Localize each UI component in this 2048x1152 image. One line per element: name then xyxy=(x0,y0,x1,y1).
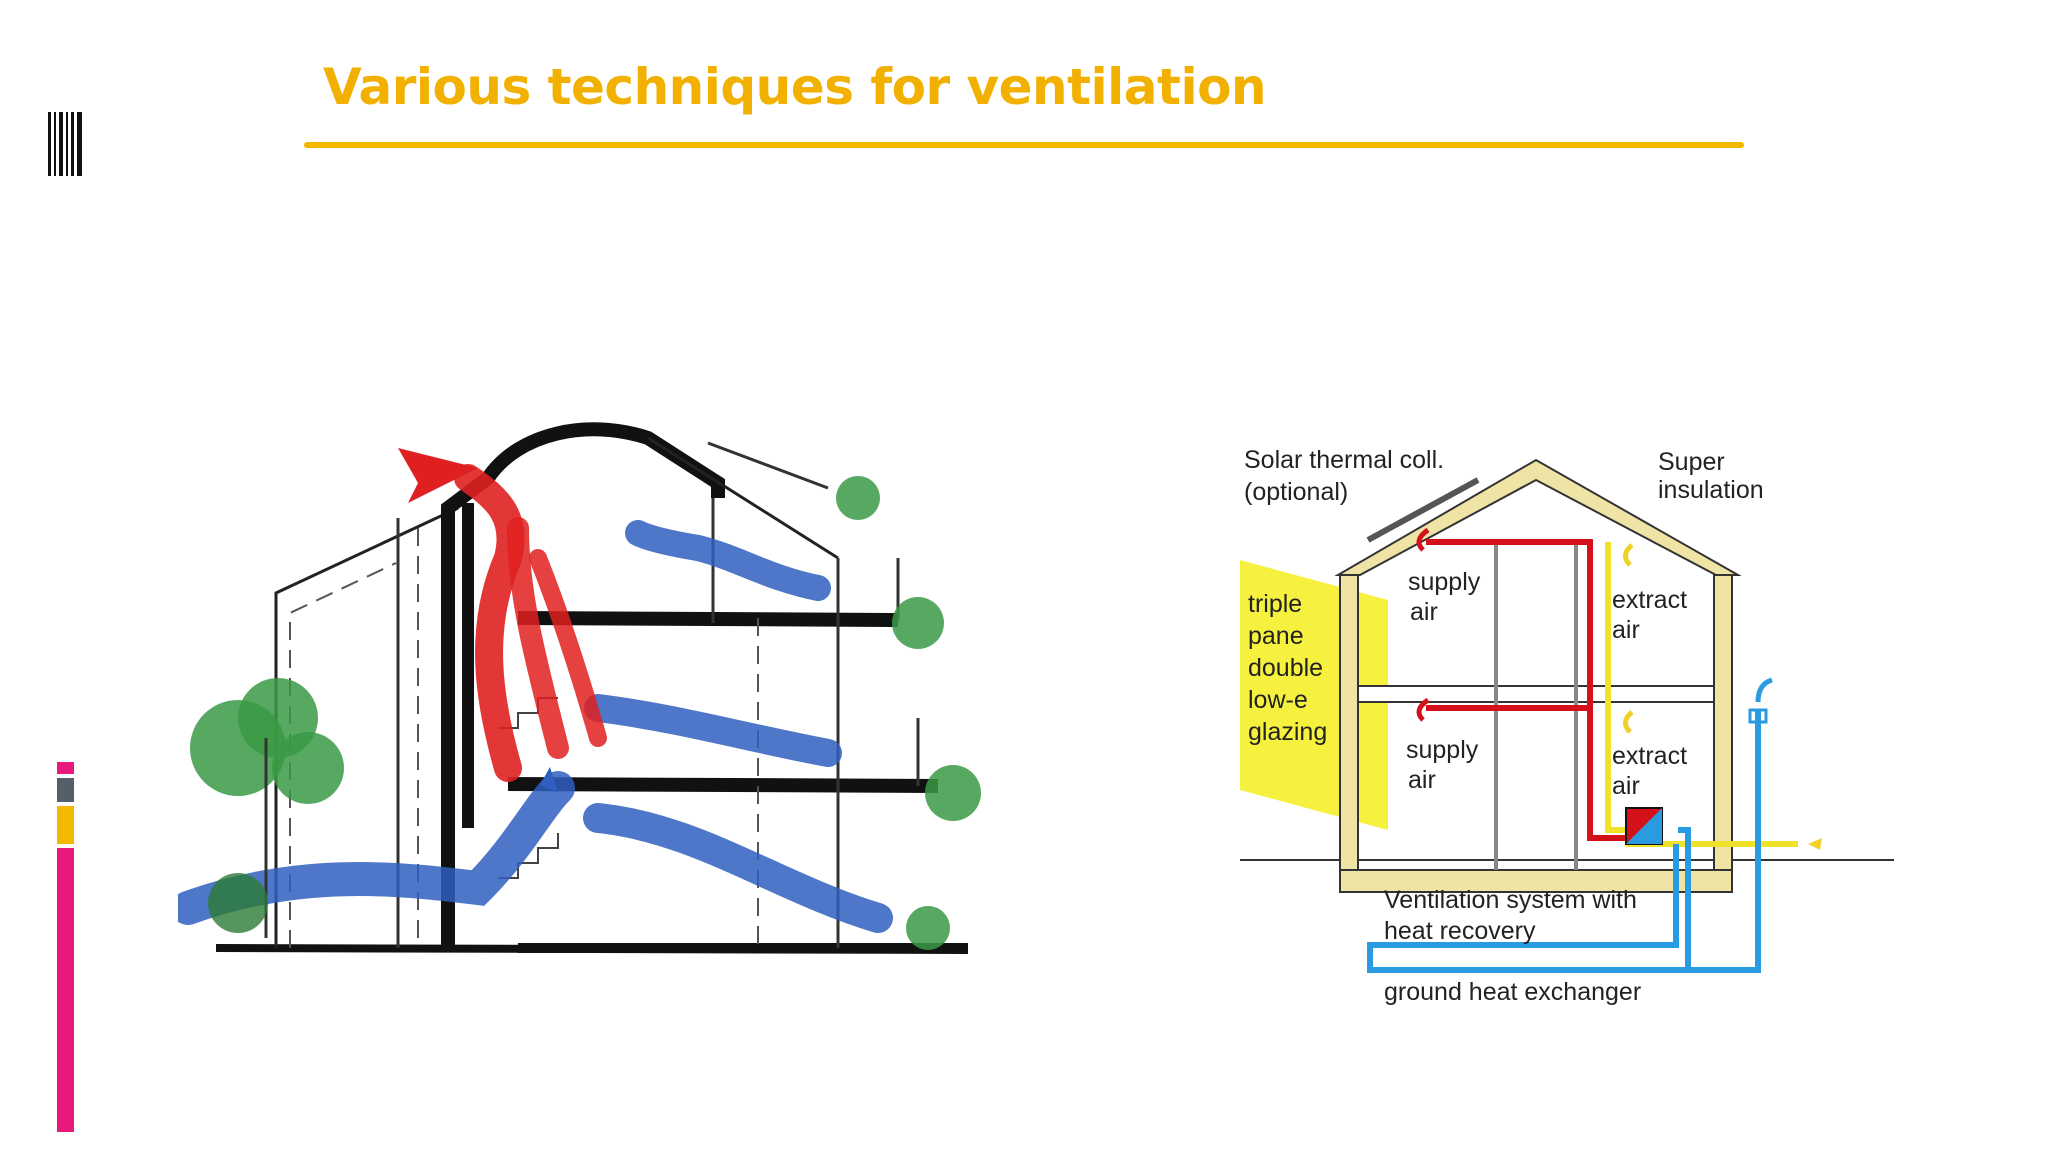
slide-title: Various techniques for ventilation xyxy=(323,58,1267,116)
label-supply-top-1: supply xyxy=(1408,568,1481,596)
label-ground: ground heat exchanger xyxy=(1384,978,1641,1006)
label-extract-bot-2: air xyxy=(1612,772,1640,800)
label-supply-top-2: air xyxy=(1410,598,1438,626)
title-underline xyxy=(304,142,1744,148)
heat-recovery-diagram: Solar thermal coll. (optional) Super ins… xyxy=(1240,446,1894,1006)
label-extract-bot-1: extract xyxy=(1612,742,1687,770)
label-extract-top-1: extract xyxy=(1612,586,1687,614)
label-extract-top-2: air xyxy=(1612,616,1640,644)
label-vent-2: heat recovery xyxy=(1384,917,1536,945)
label-solar-1: Solar thermal coll. xyxy=(1244,446,1444,474)
label-glazing-1: triple xyxy=(1248,590,1302,618)
label-super-2: insulation xyxy=(1658,476,1764,504)
label-glazing-5: glazing xyxy=(1248,718,1327,746)
barcode-logo-icon xyxy=(48,112,82,176)
label-vent-1: Ventilation system with xyxy=(1384,886,1637,914)
label-glazing-4: low-e xyxy=(1248,686,1308,714)
accent-bar-pink xyxy=(57,848,74,1132)
accent-bar-pink-top xyxy=(57,762,74,774)
label-super-1: Super xyxy=(1658,448,1725,476)
label-glazing-2: pane xyxy=(1248,622,1304,650)
label-solar-2: (optional) xyxy=(1244,478,1348,506)
accent-bar-yellow xyxy=(57,806,74,844)
stack-ventilation-sketch xyxy=(178,422,981,954)
accent-bar-gray xyxy=(57,778,74,802)
label-supply-bot-2: air xyxy=(1408,766,1436,794)
label-glazing-3: double xyxy=(1248,654,1323,682)
label-supply-bot-1: supply xyxy=(1406,736,1479,764)
